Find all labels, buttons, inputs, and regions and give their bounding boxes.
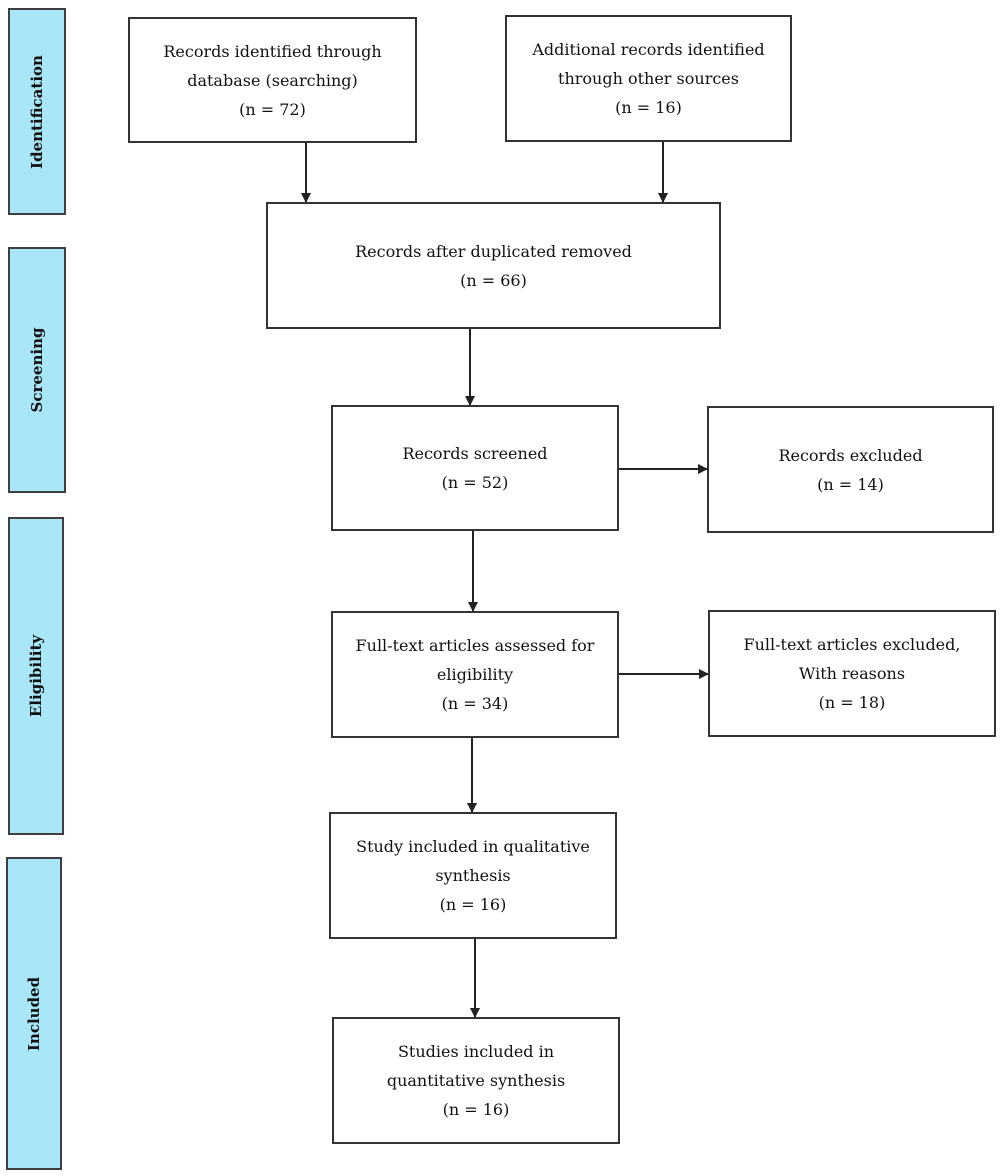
quantitative-box: Studies included in quantitative synthes…: [332, 1017, 620, 1144]
fulltext-excluded-count: (n = 18): [818, 693, 886, 712]
fulltext-excluded-line1: Full-text articles excluded,: [743, 635, 961, 654]
fulltext-excluded-box: Full-text articles excluded, With reason…: [708, 610, 996, 737]
fulltext-excluded-text: Full-text articles excluded, With reason…: [744, 630, 961, 717]
other-records-text: Additional records identified through ot…: [532, 35, 764, 122]
stage-screening: Screening: [8, 247, 66, 493]
screened-text: Records screened (n = 52): [402, 439, 547, 497]
quantitative-count: (n = 16): [442, 1100, 510, 1119]
fulltext-assessed-line1: Full-text articles assessed for: [355, 636, 595, 655]
quantitative-text: Studies included in quantitative synthes…: [387, 1037, 565, 1124]
other-records-line1: Additional records identified: [532, 40, 765, 59]
fulltext-assessed-text: Full-text articles assessed for eligibil…: [356, 631, 595, 718]
stage-included: Included: [6, 857, 62, 1170]
excluded-line1: Records excluded: [778, 445, 923, 465]
qualitative-line2: synthesis: [435, 866, 511, 885]
stage-identification: Identification: [8, 8, 66, 215]
stage-included-label: Included: [25, 976, 43, 1051]
after-duplicates-box: Records after duplicated removed (n = 66…: [266, 202, 721, 329]
fulltext-excluded-line2: With reasons: [798, 664, 906, 683]
stage-eligibility: Eligibility: [8, 517, 64, 835]
database-records-line1: Records identified through: [163, 41, 382, 61]
fulltext-assessed-line2: eligibility: [436, 665, 514, 684]
other-records-box: Additional records identified through ot…: [505, 15, 792, 142]
excluded-text: Records excluded (n = 14): [778, 441, 922, 499]
stage-screening-label: Screening: [28, 327, 46, 413]
quantitative-line2: quantitative synthesis: [386, 1071, 566, 1090]
quantitative-line1: Studies included in: [397, 1042, 555, 1061]
screened-count: (n = 52): [441, 473, 509, 492]
stage-identification-label: Identification: [28, 54, 46, 169]
after-duplicates-line1: Records after duplicated removed: [355, 241, 632, 261]
excluded-count: (n = 14): [817, 474, 884, 494]
database-records-count: (n = 72): [239, 99, 306, 119]
fulltext-assessed-box: Full-text articles assessed for eligibil…: [331, 611, 619, 738]
qualitative-line1: Study included in qualitative: [356, 837, 590, 856]
qualitative-box: Study included in qualitative synthesis …: [329, 812, 617, 939]
other-records-count: (n = 16): [615, 98, 682, 117]
qualitative-text: Study included in qualitative synthesis …: [356, 832, 590, 919]
other-records-line2: through other sources: [558, 69, 739, 88]
database-records-line2: database (searching): [187, 70, 358, 90]
excluded-box: Records excluded (n = 14): [707, 406, 994, 533]
database-records-text: Records identified through database (sea…: [163, 37, 381, 124]
stage-eligibility-label: Eligibility: [27, 634, 45, 718]
fulltext-assessed-count: (n = 34): [441, 694, 509, 713]
after-duplicates-count: (n = 66): [460, 270, 527, 290]
screened-box: Records screened (n = 52): [331, 405, 619, 531]
screened-line1: Records screened: [402, 444, 548, 463]
database-records-box: Records identified through database (sea…: [128, 17, 417, 143]
after-duplicates-text: Records after duplicated removed (n = 66…: [355, 237, 632, 295]
qualitative-count: (n = 16): [439, 895, 507, 914]
